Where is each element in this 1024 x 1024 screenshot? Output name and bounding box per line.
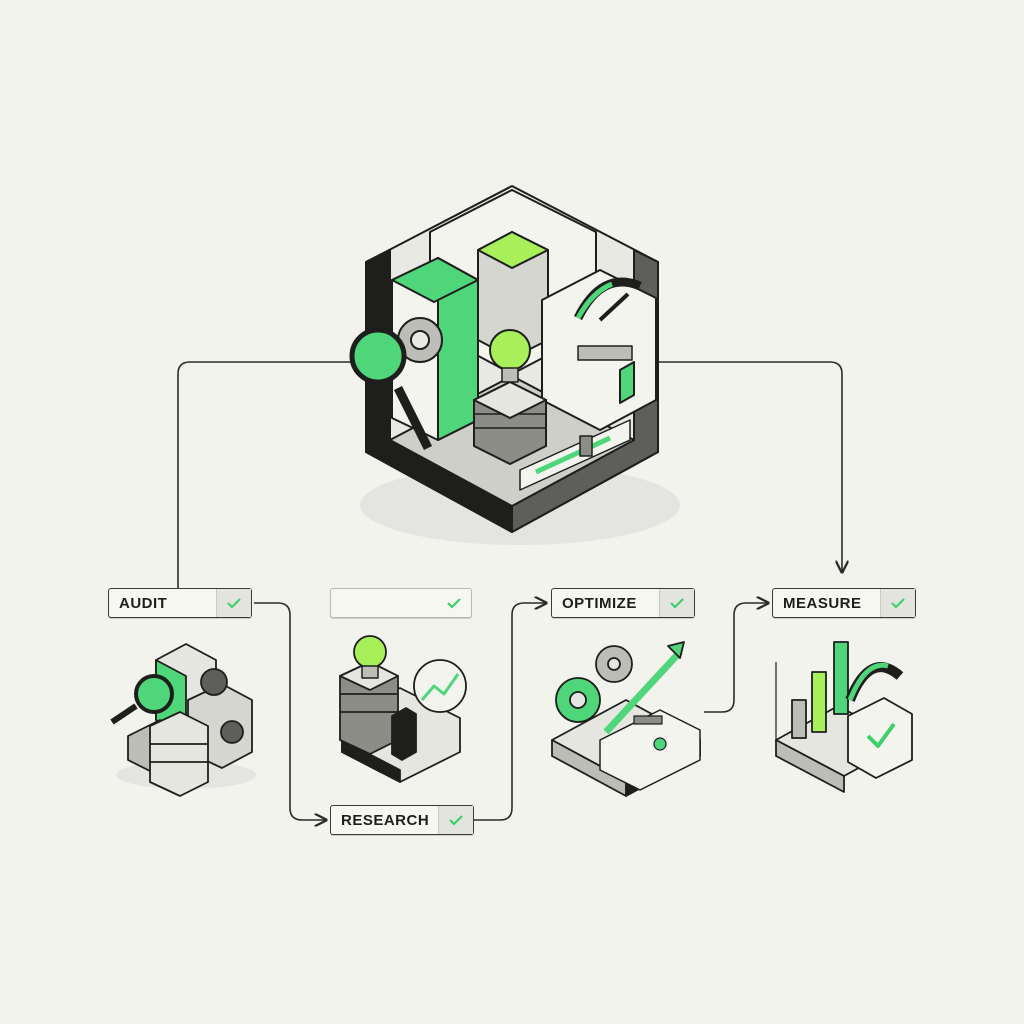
step-label-research-text: RESEARCH [341, 811, 430, 829]
step-label-research[interactable]: RESEARCH [330, 805, 474, 835]
check-icon [659, 589, 694, 617]
check-icon [437, 589, 471, 617]
measure-illustration [775, 641, 913, 793]
connector-hub-measure [658, 361, 842, 572]
step-label-audit-text: AUDIT [119, 594, 168, 612]
step-label-measure-text: MEASURE [783, 594, 862, 612]
audit-illustration [110, 643, 256, 797]
connector-research-optimize [474, 603, 546, 821]
connector-optimize-measure [704, 603, 768, 713]
research-illustration [339, 635, 467, 783]
check-icon [216, 589, 251, 617]
check-icon [438, 806, 473, 834]
connectors [177, 361, 842, 821]
step-label-optimize[interactable]: OPTIMIZE [551, 588, 695, 618]
step-label-blank[interactable] [330, 588, 472, 618]
step-label-measure[interactable]: MEASURE [772, 588, 916, 618]
optimize-illustration [551, 641, 701, 797]
central-cube-illustration [349, 185, 680, 545]
connector-hub-audit [177, 361, 366, 588]
step-label-optimize-text: OPTIMIZE [562, 594, 637, 612]
check-icon [880, 589, 915, 617]
step-label-audit[interactable]: AUDIT [108, 588, 252, 618]
connector-audit-research [254, 602, 326, 820]
